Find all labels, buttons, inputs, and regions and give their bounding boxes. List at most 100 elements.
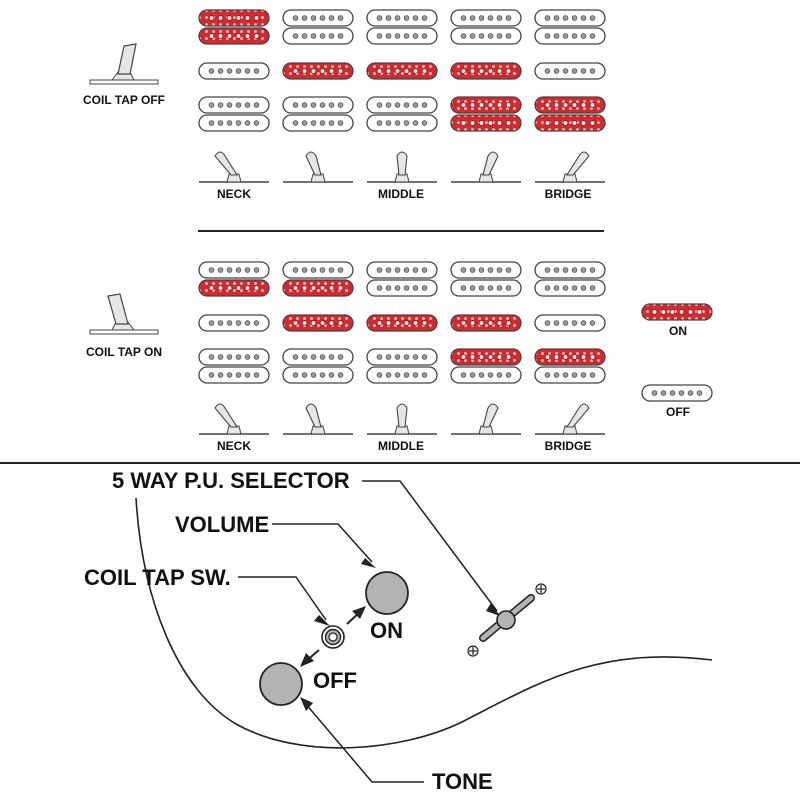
tone-leader-line — [304, 702, 424, 783]
volume-arrowhead — [361, 558, 376, 568]
pickup-coil-on — [534, 348, 606, 366]
tap-toggle-off-icon — [89, 43, 159, 85]
volume-knob[interactable] — [365, 571, 409, 615]
legend-on-swatch — [641, 303, 713, 321]
pickup-coil-off — [198, 314, 270, 332]
pickup-coil-on — [282, 279, 354, 297]
selector-position-icon — [451, 403, 521, 435]
pickup-coil-off — [450, 27, 522, 45]
pickup-coil-off — [198, 114, 270, 132]
pickup-grid-coil-tap-off — [198, 9, 606, 132]
pickup-coil-off — [282, 114, 354, 132]
coil-tap-callout: COIL TAP SW. — [84, 565, 231, 590]
coil-tap-on-section: COIL TAP ON NECK MIDDLE BRIDGE — [86, 261, 606, 453]
pickup-coil-on — [198, 27, 270, 45]
selector-screw-icon — [535, 583, 547, 595]
tone-callout: TONE — [432, 769, 493, 794]
pickup-coil-off — [534, 9, 606, 27]
selector-position-icon — [367, 403, 437, 435]
pickup-coil-off — [282, 96, 354, 114]
pickup-coil-off — [366, 261, 438, 279]
pickup-coil-off — [366, 96, 438, 114]
switch-off-arrow — [300, 649, 320, 667]
pickup-coil-on — [450, 114, 522, 132]
legend-on-label: ON — [669, 324, 687, 338]
pickup-coil-off — [198, 261, 270, 279]
pickup-coil-on — [641, 303, 713, 321]
coil-tap-off-label: COIL TAP OFF — [83, 93, 165, 107]
pickup-coil-off — [534, 314, 606, 332]
selector-leader-line — [362, 480, 498, 612]
pickup-coil-off — [450, 279, 522, 297]
tone-knob[interactable] — [259, 662, 303, 706]
selector-position-icon — [367, 151, 437, 183]
switch-on-label: ON — [370, 618, 403, 643]
pickup-coil-on — [198, 279, 270, 297]
control-layout: 5 WAY P.U. SELECTOR VOLUME COIL TAP SW. … — [84, 468, 713, 794]
pickup-coil-off — [450, 366, 522, 384]
selector-callout: 5 WAY P.U. SELECTOR — [112, 468, 350, 493]
pickup-grid-coil-tap-on — [198, 261, 606, 384]
selector-position-icon — [535, 403, 605, 435]
pickup-coil-off — [198, 366, 270, 384]
pickup-coil-off — [366, 114, 438, 132]
pickup-coil-off — [450, 9, 522, 27]
pickup-coil-off — [534, 279, 606, 297]
coil-tap-on-label: COIL TAP ON — [86, 345, 162, 359]
position-label-neck: NECK — [217, 187, 251, 201]
position-label-neck: NECK — [217, 439, 251, 453]
pickup-coil-on — [534, 96, 606, 114]
pickup-coil-off — [366, 366, 438, 384]
selector-screw-icon — [467, 645, 479, 657]
legend-off-swatch — [641, 384, 713, 402]
pickup-coil-off — [450, 261, 522, 279]
selector-position-icon — [199, 151, 269, 183]
pickup-coil-off — [282, 366, 354, 384]
coil-tap-leader-line — [238, 576, 327, 621]
pickup-coil-off — [534, 62, 606, 80]
pickup-coil-on — [450, 96, 522, 114]
selector-position-icon — [283, 151, 353, 183]
selector-position-icon — [199, 403, 269, 435]
pickup-coil-on — [450, 314, 522, 332]
pickup-coil-on — [450, 348, 522, 366]
legend-off-label: OFF — [666, 405, 690, 419]
position-label-bridge: BRIDGE — [545, 439, 592, 453]
tap-toggle-on-icon — [89, 293, 159, 335]
five-way-selector-switch[interactable] — [479, 594, 535, 642]
pickup-coil-off — [366, 279, 438, 297]
position-label-bridge: BRIDGE — [545, 187, 592, 201]
selector-arrowhead — [486, 603, 500, 616]
selector-position-icon — [535, 151, 605, 183]
pickup-coil-on — [366, 62, 438, 80]
pickup-coil-off — [198, 62, 270, 80]
pickup-coil-off — [641, 384, 713, 402]
pickup-coil-off — [366, 348, 438, 366]
pickup-coil-off — [198, 348, 270, 366]
pickup-coil-off — [366, 9, 438, 27]
pickup-coil-on — [282, 314, 354, 332]
tone-arrowhead — [300, 697, 313, 711]
pickup-coil-off — [282, 27, 354, 45]
selector-row-coil-tap-on — [199, 403, 605, 435]
pickup-coil-off — [282, 348, 354, 366]
pickup-coil-on — [282, 62, 354, 80]
pickup-coil-on — [534, 114, 606, 132]
selector-row-coil-tap-off — [199, 151, 605, 183]
selector-position-icon — [283, 403, 353, 435]
guitar-body-outline — [135, 497, 713, 749]
volume-leader-line — [272, 523, 373, 563]
pickup-coil-off — [282, 9, 354, 27]
pickup-coil-off — [366, 27, 438, 45]
pickup-coil-off — [534, 366, 606, 384]
pickup-coil-on — [366, 314, 438, 332]
pickup-coil-off — [534, 261, 606, 279]
position-label-middle: MIDDLE — [378, 439, 424, 453]
switch-off-label: OFF — [313, 668, 357, 693]
pickup-coil-off — [534, 27, 606, 45]
switch-on-arrow — [346, 606, 366, 625]
coil-tap-push-switch[interactable] — [321, 625, 345, 649]
pickup-coil-off — [282, 261, 354, 279]
volume-callout: VOLUME — [175, 512, 269, 537]
